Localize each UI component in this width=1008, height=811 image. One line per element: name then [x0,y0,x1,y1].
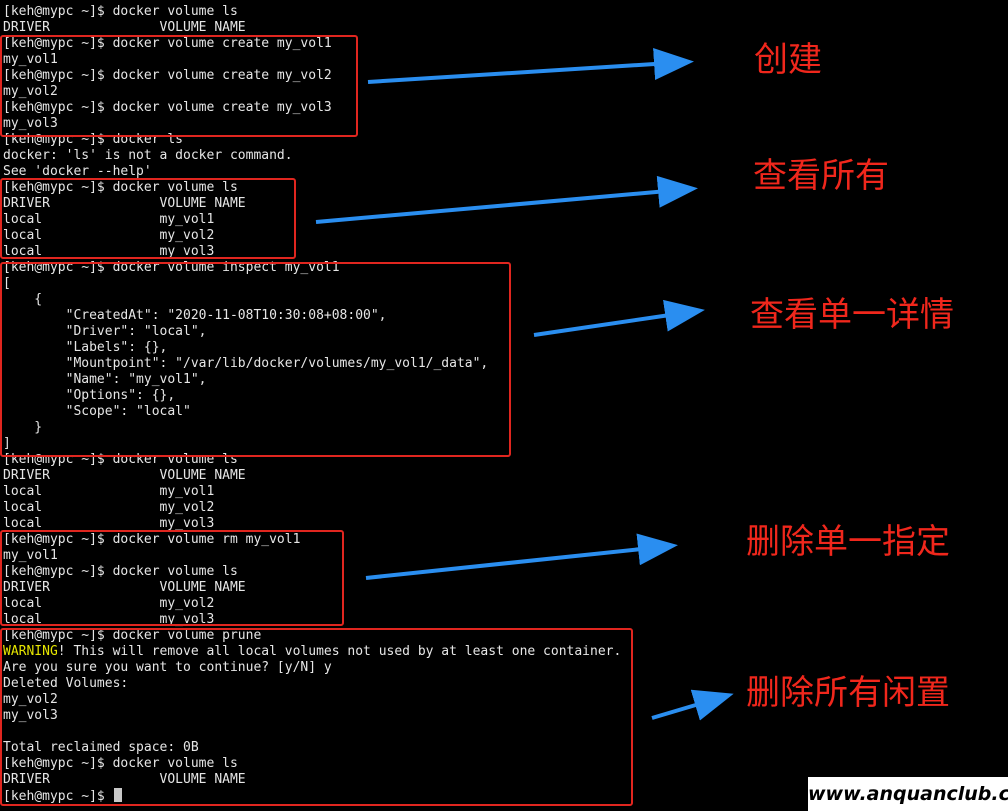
terminal-line: { [3,292,43,307]
arrow-create [367,48,694,84]
terminal-line: [keh@mypc ~]$ docker volume ls [3,564,238,579]
arrow-list [315,175,698,224]
annotation-prune: 删除所有闲置 [746,673,950,713]
terminal-line: my_vol1 [3,52,58,67]
terminal-line: [keh@mypc ~]$ docker volume create my_vo… [3,68,332,83]
terminal-line: [ [3,276,11,291]
terminal-line: local my_vol2 [3,596,215,611]
terminal-line: local my_vol2 [3,228,215,243]
terminal-line: "Options": {}, [3,388,176,403]
terminal-line: DRIVER VOLUME NAME [3,196,246,211]
terminal-line: DRIVER VOLUME NAME [3,20,246,35]
terminal-line: ] [3,436,11,451]
terminal-line: Are you sure you want to continue? [y/N]… [3,660,332,675]
terminal-line: DRIVER VOLUME NAME [3,772,246,787]
watermark: www.anquanclub.cn [808,777,1008,811]
terminal-line: Deleted Volumes: [3,676,129,691]
terminal-line: "Scope": "local" [3,404,191,419]
highlight-box-list [0,178,296,259]
terminal-line: [keh@mypc ~]$ docker volume prune [3,628,262,643]
terminal-line: local my_vol2 [3,500,215,515]
terminal-line: [keh@mypc ~]$ docker volume create my_vo… [3,36,332,51]
terminal-line: "Name": "my_vol1", [3,372,207,387]
terminal-line: Total reclaimed space: 0B [3,740,199,755]
terminal-line: [keh@mypc ~]$ docker volume ls [3,180,238,195]
highlight-box-prune [0,628,633,806]
terminal-line: my_vol2 [3,84,58,99]
annotation-create: 创建 [754,40,822,80]
terminal-line: } [3,420,43,435]
terminal-line: "Mountpoint": "/var/lib/docker/volumes/m… [3,356,489,371]
terminal-prompt: [keh@mypc ~]$ [3,789,113,804]
arrow-prune [651,689,734,721]
terminal-line: "Driver": "local", [3,324,207,339]
terminal-line: [keh@mypc ~]$ docker volume ls [3,4,238,19]
terminal-line: local my_vol1 [3,484,215,499]
terminal-line: my_vol3 [3,116,58,131]
terminal-line: local my_vol3 [3,612,215,627]
terminal-line: my_vol3 [3,708,58,723]
terminal-line: "CreatedAt": "2020-11-08T10:30:08+08:00"… [3,308,387,323]
terminal-line: docker: 'ls' is not a docker command. [3,148,293,163]
terminal-prompt-line[interactable]: [keh@mypc ~]$ [3,788,122,804]
terminal-line: "Labels": {}, [3,340,168,355]
terminal-line: my_vol1 [3,548,58,563]
annotation-remove-one: 删除单一指定 [746,522,950,562]
terminal-line: local my_vol3 [3,244,215,259]
arrow-inspect [533,299,705,337]
text-cursor [113,788,122,802]
terminal-line: [keh@mypc ~]$ docker volume create my_vo… [3,100,332,115]
terminal-line: DRIVER VOLUME NAME [3,580,246,595]
terminal-line: [keh@mypc ~]$ docker volume ls [3,756,238,771]
highlight-box-create [0,35,358,137]
arrow-remove [365,533,678,580]
terminal-line: [keh@mypc ~]$ docker volume rm my_vol1 [3,532,301,547]
highlight-box-inspect [0,262,511,457]
annotation-list-all: 查看所有 [753,156,889,196]
warning-word: WARNING [3,644,58,659]
terminal-line: DRIVER VOLUME NAME [3,468,246,483]
annotation-inspect-one: 查看单一详情 [750,295,954,335]
terminal-line: local my_vol3 [3,516,215,531]
warning-message: ! This will remove all local volumes not… [57,644,622,659]
warning-line: WARNING! This will remove all local volu… [3,644,621,660]
highlight-box-remove [0,530,344,626]
terminal-line: my_vol2 [3,692,58,707]
terminal-line: See 'docker --help' [3,164,152,179]
terminal-line: local my_vol1 [3,212,215,227]
